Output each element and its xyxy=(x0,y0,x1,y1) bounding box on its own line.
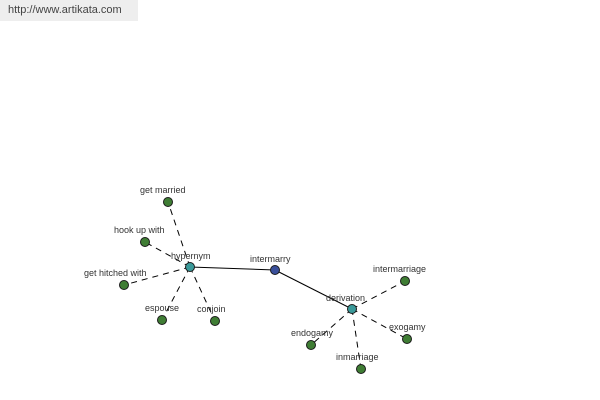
node-endogamy-label: endogamy xyxy=(291,328,334,338)
node-conjoin-label: conjoin xyxy=(197,304,226,314)
node-exogamy-label: exogamy xyxy=(389,322,426,332)
node-inmarriage-label: inmarriage xyxy=(336,352,379,362)
node-hook-up-with-label: hook up with xyxy=(114,225,165,235)
graph-nodes xyxy=(119,197,412,374)
graph-edges xyxy=(123,201,408,370)
edge-intermarry-derivation xyxy=(274,269,353,310)
node-derivation-label: derivation xyxy=(326,293,365,303)
node-intermarriage[interactable] xyxy=(400,276,410,286)
node-hypernym[interactable] xyxy=(185,262,195,272)
node-endogamy[interactable] xyxy=(306,340,316,350)
node-get-married[interactable] xyxy=(163,197,173,207)
edge-hypernym-espouse xyxy=(161,266,191,321)
edge-hypernym-get-hitched-with xyxy=(123,266,191,286)
node-intermarriage-label: intermarriage xyxy=(373,264,426,274)
source-url[interactable]: http://www.artikata.com xyxy=(0,0,138,21)
graph-labels: get married hook up with get hitched with e… xyxy=(84,185,426,362)
node-espouse-label: espouse xyxy=(145,303,179,313)
node-hypernym-label: hypernym xyxy=(171,251,211,261)
node-get-hitched-with-label: get hitched with xyxy=(84,268,147,278)
node-get-married-label: get married xyxy=(140,185,186,195)
node-conjoin[interactable] xyxy=(210,316,220,326)
node-hook-up-with[interactable] xyxy=(140,237,150,247)
edge-intermarry-hypernym xyxy=(189,266,276,271)
edge-derivation-endogamy xyxy=(310,308,353,346)
node-inmarriage[interactable] xyxy=(356,364,366,374)
edge-derivation-intermarriage xyxy=(351,280,406,310)
node-intermarry-label: intermarry xyxy=(250,254,291,264)
node-get-hitched-with[interactable] xyxy=(119,280,129,290)
edge-hypernym-conjoin xyxy=(189,266,216,322)
edge-hypernym-hook-up-with xyxy=(144,241,191,268)
node-espouse[interactable] xyxy=(157,315,167,325)
edge-hypernym-get-married xyxy=(167,201,191,268)
node-intermarry[interactable] xyxy=(270,265,280,275)
node-exogamy[interactable] xyxy=(402,334,412,344)
node-derivation[interactable] xyxy=(347,304,357,314)
